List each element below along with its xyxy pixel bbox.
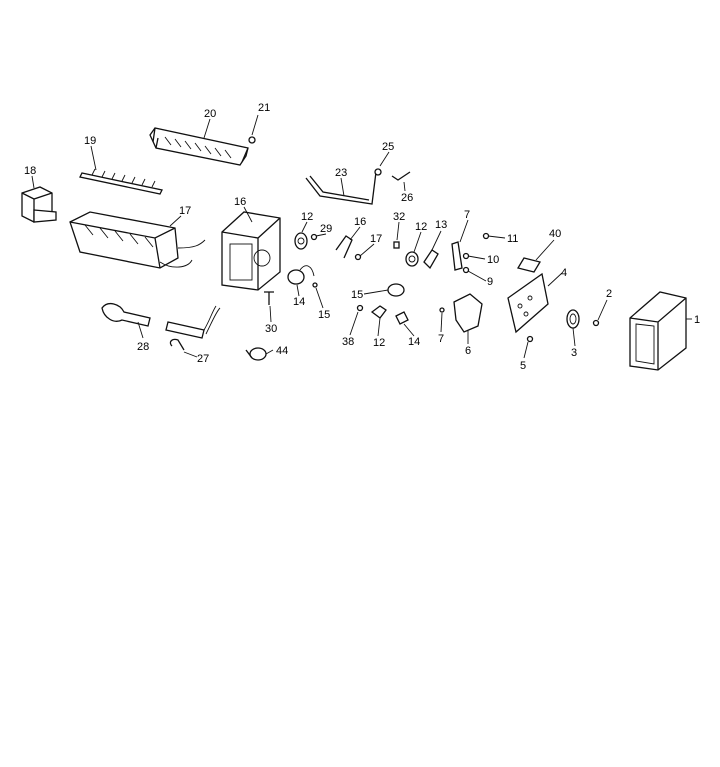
callout-32: 27 (197, 353, 209, 365)
callout-12-c: 12 (373, 337, 385, 349)
callout-21: 17 (179, 205, 191, 217)
callout-labels: 21 20 19 18 17 16 23 25 26 12 29 14 15 3… (24, 102, 700, 372)
callout-15: 15 (351, 289, 363, 301)
part-26-cover (149, 127, 249, 166)
part-37-screw (264, 291, 274, 305)
part-12-gear-c (370, 305, 387, 319)
part-27-screw (248, 136, 256, 144)
callout-5: 5 (520, 360, 526, 372)
callout-20: 16 (234, 196, 246, 208)
callout-28: 23 (335, 167, 347, 179)
part-38-screw (393, 241, 400, 249)
part-19-screw (354, 253, 362, 261)
callout-3: 3 (571, 347, 577, 359)
part-28-arm (305, 171, 377, 205)
part-39-screw (356, 304, 364, 312)
callout-6: 6 (465, 345, 471, 357)
part-33-fill-tube (101, 302, 151, 327)
callout-23: 18 (24, 165, 36, 177)
callout-13: 13 (435, 219, 447, 231)
callout-10: 10 (487, 254, 499, 266)
callout-1: 1 (694, 314, 700, 326)
part-10-screw (462, 252, 470, 260)
callout-26: 20 (204, 108, 216, 120)
callout-37: 30 (265, 323, 277, 335)
callout-18: 16 (354, 216, 366, 228)
callout-29: 25 (382, 141, 394, 153)
part-9-screw (462, 266, 470, 274)
part-5-screw (526, 335, 534, 343)
part-29-screw (374, 168, 382, 176)
callout-4: 4 (561, 267, 567, 279)
callout-38: 32 (393, 211, 405, 223)
callout-39: 38 (342, 336, 354, 348)
part-23-cup (21, 186, 57, 223)
callout-2: 2 (606, 288, 612, 300)
part-2-screw (592, 319, 600, 327)
part-12-gear-a (294, 232, 308, 250)
callout-40: 40 (549, 228, 561, 240)
callout-9: 9 (487, 276, 493, 288)
callout-7: 7 (438, 333, 444, 345)
callout-11: 11 (507, 233, 518, 245)
callout-16: 14 (293, 296, 305, 308)
part-32-clamp (169, 338, 185, 351)
part-11-screw (482, 232, 490, 240)
part-1-cover (629, 291, 687, 371)
callout-17: 15 (318, 309, 330, 321)
callout-8: 7 (464, 209, 470, 221)
part-12-gear-b (405, 251, 419, 267)
part-36-screw (310, 233, 318, 241)
callout-12-b: 12 (415, 221, 427, 233)
callout-27: 21 (258, 102, 270, 114)
callout-25: 19 (84, 135, 96, 147)
part-14-clip (395, 311, 409, 325)
callout-14: 14 (408, 336, 420, 348)
callout-33: 28 (137, 341, 149, 353)
part-44-cap (245, 347, 267, 361)
part-17-screw (312, 282, 318, 288)
part-16-motor (287, 265, 315, 285)
part-6-motor (453, 293, 483, 333)
callout-44: 44 (276, 345, 288, 357)
part-3-gear (566, 309, 580, 329)
part-18-bracket (335, 235, 353, 259)
callout-19: 17 (370, 233, 382, 245)
part-heater-harness (165, 305, 221, 339)
part-25-ejector (79, 168, 163, 195)
part-40-shield (516, 257, 542, 273)
part-15-thermostat (387, 283, 405, 297)
leader-lines (31, 114, 692, 359)
callout-36: 29 (320, 223, 332, 235)
part-7-screw (439, 307, 445, 313)
part-30-clip (391, 171, 411, 181)
callout-12-a: 12 (301, 211, 313, 223)
part-8-switch (451, 241, 463, 271)
part-21-mold (69, 211, 206, 269)
part-13-plate (423, 249, 439, 270)
callout-30: 26 (401, 192, 413, 204)
part-20-housing (221, 211, 281, 291)
part-4-plate (507, 272, 549, 334)
